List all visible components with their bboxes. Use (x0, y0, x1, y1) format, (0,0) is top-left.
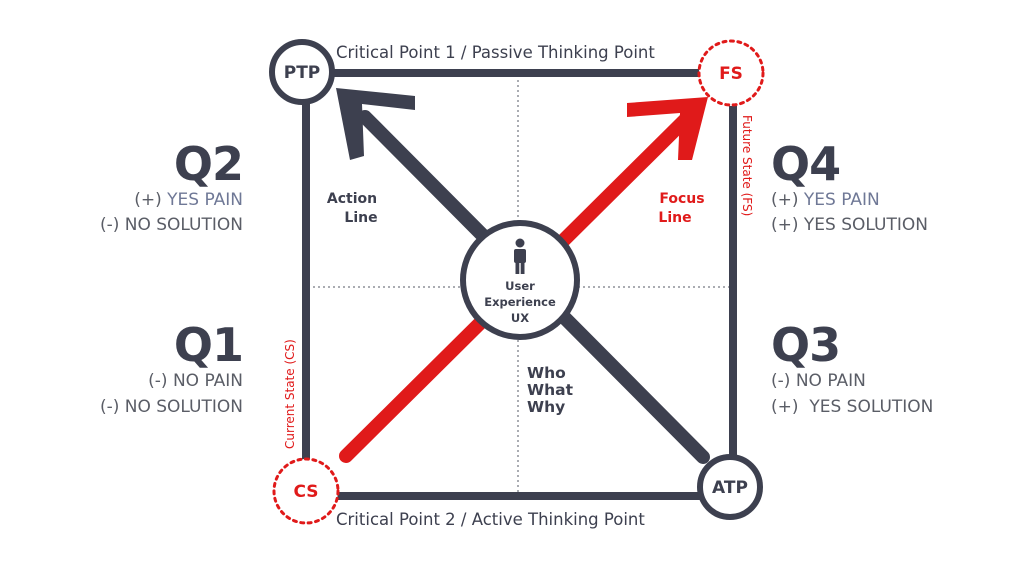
what-label: What (527, 381, 574, 399)
ptp-label: PTP (284, 63, 321, 83)
q3-title: Q3 (771, 318, 840, 372)
quadrant-q3: Q3 (-) NO PAIN (+) YES SOLUTION (771, 318, 933, 417)
q4-line2: (+) YES SOLUTION (771, 215, 928, 235)
focus-line-label-1: Focus (659, 191, 704, 207)
atp-node (697, 454, 763, 520)
atp-label: ATP (712, 478, 748, 498)
ux-line-experience: Experience (484, 295, 556, 309)
q3-line2: (+) YES SOLUTION (771, 397, 933, 417)
q1-line2: (-) NO SOLUTION (100, 397, 243, 417)
quadrant-q4: Q4 (+) YES PAIN (+) YES SOLUTION (771, 137, 928, 235)
who-label: Who (527, 364, 566, 382)
ux-line-ux: UX (511, 311, 529, 325)
quadrant-q2: Q2 (+) YES PAIN (-) NO SOLUTION (100, 137, 244, 235)
action-line-label-1: Action (327, 191, 377, 207)
cs-node (272, 457, 340, 525)
edge-label-bottom: Critical Point 2 / Active Thinking Point (336, 510, 645, 529)
action-arrowhead (336, 88, 415, 160)
ux-circle (460, 220, 580, 340)
cs-label: CS (293, 482, 318, 502)
focus-arrowhead (627, 97, 708, 160)
q3-line1: (-) NO PAIN (771, 371, 866, 391)
q2-line1: (+) YES PAIN (134, 190, 243, 210)
q1-line1: (-) NO PAIN (148, 371, 243, 391)
q1-title: Q1 (174, 318, 243, 372)
q2-title: Q2 (174, 137, 243, 191)
fs-label: FS (719, 64, 743, 84)
fs-node (697, 39, 765, 107)
quadrant-q1: Q1 (-) NO PAIN (-) NO SOLUTION (100, 318, 244, 417)
person-icon (514, 238, 526, 274)
edge-label-top: Critical Point 1 / Passive Thinking Poin… (336, 43, 655, 62)
ux-line-user: User (505, 279, 535, 293)
action-line-label-2: Line (344, 210, 377, 226)
focus-line-label-2: Line (658, 210, 691, 226)
q4-title: Q4 (771, 137, 840, 191)
ptp-node (269, 39, 335, 105)
why-label: Why (527, 398, 565, 416)
q4-line1: (+) YES PAIN (771, 190, 880, 210)
edge-label-right: Future State (FS) (740, 115, 754, 216)
edge-label-left: Current State (CS) (283, 339, 297, 449)
q2-line2: (-) NO SOLUTION (100, 215, 243, 235)
